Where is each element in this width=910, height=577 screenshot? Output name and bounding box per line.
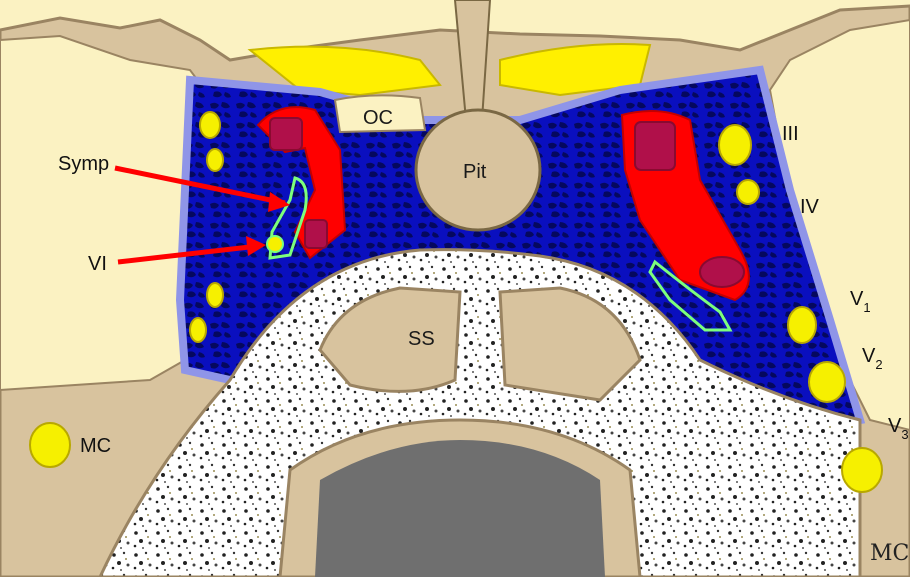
left-carotid-lumen-upper	[270, 118, 302, 150]
oculomotor-nerve	[719, 125, 751, 165]
left-temporal-region	[0, 36, 205, 390]
label-v1-main: V	[850, 288, 864, 310]
left-nerve-4	[190, 318, 206, 342]
label-ss: SS	[408, 328, 435, 350]
left-nerve-2	[207, 149, 223, 171]
left-abducens-nerve	[267, 236, 283, 252]
left-nerve-3	[207, 283, 223, 307]
label-symp: Symp	[58, 153, 109, 175]
label-v3-sub: 3	[901, 427, 908, 442]
meckels-cave-nerve	[30, 423, 70, 467]
trochlear-nerve	[737, 180, 759, 204]
maxillary-nerve	[809, 362, 845, 402]
artist-signature: MC	[870, 541, 909, 566]
label-oc: OC	[363, 107, 393, 129]
label-v2-main: V	[862, 345, 876, 367]
label-vi: VI	[88, 253, 107, 275]
mandibular-nerve	[842, 448, 882, 492]
left-carotid-lumen-lower	[305, 220, 327, 248]
left-nerve-1	[200, 112, 220, 138]
label-pit: Pit	[463, 161, 487, 183]
right-carotid-lumen-upper	[635, 122, 675, 170]
ophthalmic-nerve	[788, 307, 816, 343]
label-iv: IV	[800, 196, 820, 218]
label-v2-sub: 2	[875, 357, 882, 372]
label-v1-sub: 1	[863, 300, 870, 315]
right-carotid-lumen-lower	[700, 257, 744, 287]
label-mc: MC	[80, 435, 111, 457]
label-iii: III	[782, 123, 799, 145]
label-v3-main: V	[888, 415, 902, 437]
